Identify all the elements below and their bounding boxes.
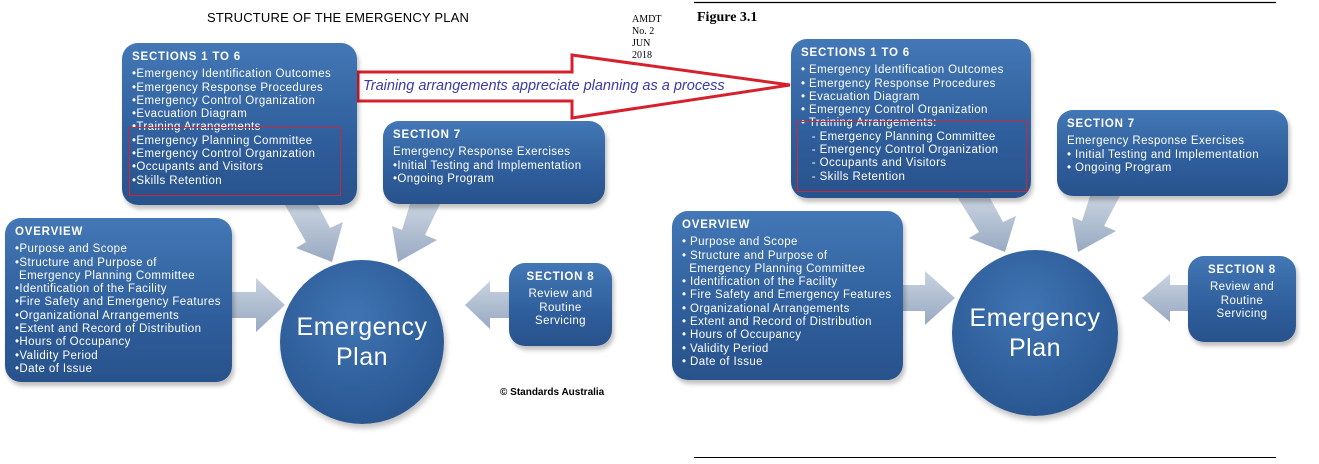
list-item: Servicing — [1216, 307, 1268, 320]
left-highlight-frame — [129, 127, 341, 196]
list-item: •Structure and Purpose of — [15, 256, 157, 269]
list-item: •Ongoing Program — [393, 172, 495, 185]
arrow-overview-to-center — [232, 278, 285, 332]
figure-label: Figure 3.1 — [697, 10, 758, 25]
right-emergency-plan-circle: Emergency Plan — [952, 250, 1118, 416]
right-section-8-box: SECTION 8 Review and Routine Servicing — [1188, 256, 1296, 342]
list-item: •Initial Testing and Implementation — [393, 159, 582, 172]
list-item: •Validity Period — [15, 349, 99, 362]
list-item: Emergency Planning Committee — [682, 262, 866, 275]
list-item: •Hours of Occupancy — [15, 336, 131, 349]
box-heading: SECTION 8 — [1208, 264, 1276, 276]
list-item: • Hours of Occupancy — [682, 329, 802, 342]
callout-text: Training arrangements appreciate plannin… — [363, 78, 725, 94]
list-item: - Emergency Control Organization — [801, 144, 999, 157]
left-flow-arrows — [232, 196, 1188, 332]
right-highlight-frame — [797, 121, 1027, 192]
arrow-right-sections-to-center — [958, 198, 1016, 252]
list-item: • Training Arrangements: — [801, 117, 937, 130]
box-heading: SECTIONS 1 TO 6 — [801, 47, 910, 59]
arrow-right-overview-to-center — [903, 271, 955, 325]
amendment-line: AMDT — [632, 14, 662, 25]
left-emergency-plan-circle: Emergency Plan — [280, 260, 444, 424]
list-item: • Organizational Arrangements — [682, 302, 850, 315]
circle-label: Plan — [1008, 334, 1062, 362]
left-sections-1-6-box: SECTIONS 1 TO 6 •Emergency Identificatio… — [122, 43, 357, 205]
list-item: •Emergency Control Organization — [132, 94, 316, 107]
arrow-sections-to-center — [285, 205, 343, 262]
list-item: • Emergency Identification Outcomes — [801, 64, 1004, 77]
list-item: - Emergency Planning Committee — [801, 130, 996, 143]
list-item: •Emergency Response Procedures — [132, 81, 324, 94]
list-item: •Emergency Planning Committee — [132, 134, 313, 147]
list-item: •Fire Safety and Emergency Features — [15, 296, 221, 309]
list-item: • Emergency Response Procedures — [801, 77, 996, 90]
circle-label: Emergency — [969, 304, 1101, 332]
list-item: Servicing — [535, 314, 586, 327]
list-item: • Structure and Purpose of — [682, 249, 828, 262]
list-item: - Occupants and Visitors — [801, 157, 947, 170]
amendment-line: 2018 — [632, 50, 652, 61]
box-heading: SECTIONS 1 TO 6 — [132, 51, 241, 63]
box-heading: SECTION 7 — [393, 129, 461, 141]
left-section-7-box: SECTION 7 Emergency Response Exercises •… — [383, 121, 605, 204]
box-heading: SECTION 8 — [526, 271, 595, 283]
list-item: •Emergency Identification Outcomes — [132, 68, 332, 81]
amendment-note: AMDT No. 2 JUN 2018 — [632, 14, 661, 62]
list-item: • Initial Testing and Implementation — [1067, 148, 1260, 161]
list-item: •Purpose and Scope — [15, 243, 128, 256]
list-item: • Date of Issue — [682, 355, 763, 368]
arrow-section8-to-center — [465, 281, 509, 329]
list-item: •Evacuation Diagram — [132, 108, 248, 121]
box-heading: OVERVIEW — [682, 219, 751, 231]
box-heading: OVERVIEW — [15, 226, 84, 238]
left-overview-box: OVERVIEW •Purpose and Scope •Structure a… — [5, 218, 232, 382]
diagram-title: STRUCTURE OF THE EMERGENCY PLAN — [207, 10, 470, 25]
arrow-right-section7-to-center — [1072, 196, 1120, 252]
list-item: •Extent and Record of Distribution — [15, 323, 202, 336]
list-item: •Identification of the Facility — [15, 283, 167, 296]
list-item: Emergency Planning Committee — [19, 269, 196, 282]
list-item: •Organizational Arrangements — [15, 309, 180, 322]
circle-label: Emergency — [296, 313, 428, 341]
amendment-line: JUN — [632, 38, 651, 49]
circle-label: Plan — [335, 343, 389, 371]
list-item: Review and — [528, 288, 593, 301]
list-item: • Ongoing Program — [1067, 161, 1172, 174]
arrow-right-section8-to-center — [1142, 274, 1188, 322]
arrow-section7-to-center — [392, 204, 440, 262]
list-item: Review and — [1209, 281, 1275, 294]
list-item: • Validity Period — [682, 342, 769, 355]
list-item: •Emergency Control Organization — [132, 148, 316, 161]
right-section-7-box: SECTION 7 Emergency Response Exercises •… — [1057, 110, 1288, 196]
callout-arrow-shape — [356, 53, 791, 120]
list-item: Emergency Response Exercises — [393, 146, 571, 159]
right-sections-1-6-box: SECTIONS 1 TO 6 • Emergency Identificati… — [791, 39, 1031, 198]
list-item: •Occupants and Visitors — [132, 161, 264, 174]
list-item: •Skills Retention — [132, 174, 223, 187]
box-heading: SECTION 7 — [1067, 118, 1135, 130]
list-item: Routine — [539, 301, 582, 314]
list-item: • Evacuation Diagram — [801, 90, 920, 103]
list-item: • Purpose and Scope — [682, 236, 798, 249]
amendment-line: No. 2 — [632, 26, 655, 37]
copyright-credit: © Standards Australia — [500, 387, 605, 398]
list-item: • Fire Safety and Emergency Features — [682, 289, 892, 302]
list-item: • Extent and Record of Distribution — [682, 316, 872, 329]
list-item: - Skills Retention — [801, 170, 906, 183]
left-section-8-box: SECTION 8 Review and Routine Servicing — [509, 263, 612, 346]
list-item: • Identification of the Facility — [682, 276, 838, 289]
list-item: •Date of Issue — [15, 362, 93, 375]
right-overview-box: OVERVIEW • Purpose and Scope • Structure… — [672, 211, 903, 380]
list-item: Emergency Response Exercises — [1067, 135, 1245, 148]
list-item: • Emergency Control Organization — [801, 104, 988, 117]
list-item: Routine — [1220, 294, 1264, 307]
